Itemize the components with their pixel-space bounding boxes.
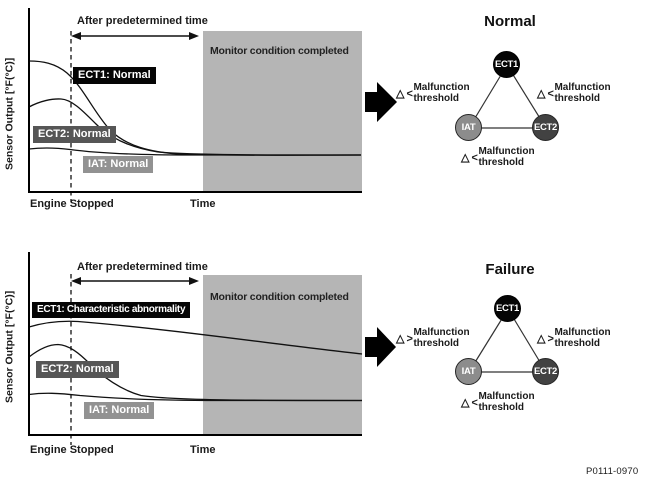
iat-curve-label: IAT: Normal xyxy=(83,156,154,174)
delta-comparator-icon: △ < xyxy=(537,87,554,100)
malfunction-threshold-text: Malfunction threshold xyxy=(478,391,535,413)
delta-comparator-icon: △ > xyxy=(537,332,554,345)
ect1-node: ECT1 xyxy=(493,51,520,78)
axes xyxy=(28,252,362,436)
malfunction-threshold-text: Malfunction threshold xyxy=(413,82,470,104)
failure-panel-title: Failure xyxy=(485,261,535,278)
ect2-curve-label: ECT2: Normal xyxy=(36,361,119,379)
threshold-label-left: △ > Malfunction threshold xyxy=(396,327,470,349)
iat-node-label: IAT xyxy=(461,122,476,133)
axes xyxy=(28,8,362,193)
iat-node-label: IAT xyxy=(461,366,476,377)
failure-chart xyxy=(28,252,363,445)
predetermined-time-arrow-icon xyxy=(71,32,199,40)
ect2-node: ECT2 xyxy=(532,114,559,141)
monitor-condition-label: Monitor condition completed xyxy=(210,45,349,57)
right-block-arrow-icon xyxy=(365,327,396,367)
threshold-label-right: △ > Malfunction threshold xyxy=(537,327,611,349)
delta-comparator-icon: △ > xyxy=(396,332,413,345)
ect2-node-label: ECT2 xyxy=(533,122,558,133)
time-axis-label: Time xyxy=(190,444,216,456)
normal-panel-title: Normal xyxy=(484,13,536,30)
ect2-curve-label: ECT2: Normal xyxy=(33,126,116,144)
iat-node: IAT xyxy=(455,114,482,141)
ect1-curve-label: ECT1: Normal xyxy=(73,67,156,85)
after-predetermined-time-label: After predetermined time xyxy=(77,15,208,27)
iat-curve xyxy=(28,147,361,156)
engine-stopped-label: Engine Stopped xyxy=(30,444,114,456)
delta-comparator-icon: △ < xyxy=(461,396,478,409)
y-axis-label: Sensor Output [°F(°C)] xyxy=(3,290,16,404)
ect1-node-label: ECT1 xyxy=(494,59,519,70)
delta-comparator-icon: △ < xyxy=(396,87,413,100)
threshold-label-bottom: △ < Malfunction threshold xyxy=(461,391,535,413)
engine-stopped-label: Engine Stopped xyxy=(30,198,114,210)
malfunction-threshold-text: Malfunction threshold xyxy=(554,82,611,104)
monitor-region xyxy=(203,31,362,192)
ect2-node-label: ECT2 xyxy=(533,366,558,377)
ect2-node: ECT2 xyxy=(532,358,559,385)
normal-chart xyxy=(28,8,362,202)
ect1-curve xyxy=(28,320,363,355)
malfunction-threshold-text: Malfunction threshold xyxy=(554,327,611,349)
figure-code: P0111-0970 xyxy=(586,466,639,477)
monitor-region xyxy=(203,275,362,435)
right-block-arrow-icon xyxy=(365,82,397,122)
malfunction-threshold-text: Malfunction threshold xyxy=(478,146,535,168)
predetermined-time-arrow-icon xyxy=(71,277,199,285)
threshold-label-right: △ < Malfunction threshold xyxy=(537,82,611,104)
ect1-node: ECT1 xyxy=(494,295,521,322)
iat-curve xyxy=(28,392,362,402)
delta-comparator-icon: △ < xyxy=(461,151,478,164)
threshold-label-left: △ < Malfunction threshold xyxy=(396,82,470,104)
ect1-node-label: ECT1 xyxy=(495,303,520,314)
iat-node: IAT xyxy=(455,358,482,385)
time-axis-label: Time xyxy=(190,198,216,210)
y-axis-label: Sensor Output [°F(°C)] xyxy=(3,57,16,171)
ect1-curve-label: ECT1: Characteristic abnormality xyxy=(32,302,191,318)
after-predetermined-time-label: After predetermined time xyxy=(77,261,208,273)
threshold-label-bottom: △ < Malfunction threshold xyxy=(461,146,535,168)
iat-curve-label: IAT: Normal xyxy=(84,402,155,420)
monitor-condition-label: Monitor condition completed xyxy=(210,291,349,303)
malfunction-threshold-text: Malfunction threshold xyxy=(413,327,470,349)
